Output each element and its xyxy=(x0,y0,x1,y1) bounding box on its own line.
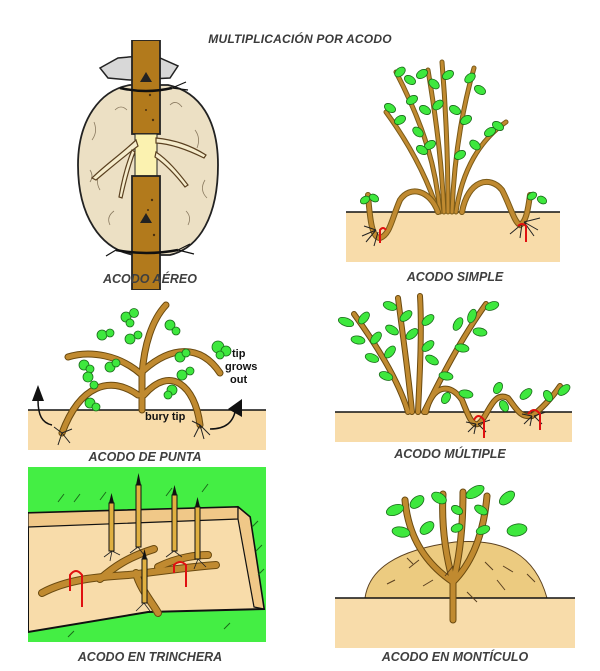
panel-acodo-aereo: ACODO AÉREO xyxy=(60,40,240,290)
label-grows: grows xyxy=(225,361,257,373)
air-layering-illustration xyxy=(77,40,219,290)
diagram-title: MULTIPLICACIÓN POR ACODO xyxy=(208,32,392,46)
label-out: out xyxy=(230,374,247,386)
panel-acodo-de-punta: tip grows out bury tip ACODO DE PUNTA xyxy=(20,295,300,470)
panel-acodo-en-trinchera: ACODO EN TRINCHERA xyxy=(28,467,266,671)
mound-layering-illustration xyxy=(335,484,575,648)
simple-layering-illustration xyxy=(346,59,560,262)
caption-acodo-simple: ACODO SIMPLE xyxy=(406,270,504,284)
caption-acodo-en-trinchera: ACODO EN TRINCHERA xyxy=(77,650,223,664)
panel-acodo-multiple: ACODO MÚLTIPLE xyxy=(320,290,590,470)
caption-acodo-aereo: ACODO AÉREO xyxy=(103,272,197,286)
panel-acodo-en-monticulo: ACODO EN MONTÍCULO xyxy=(335,470,595,670)
trench-layering-illustration xyxy=(28,467,266,642)
caption-acodo-multiple: ACODO MÚLTIPLE xyxy=(394,447,506,461)
panel-acodo-simple: ACODO SIMPLE xyxy=(330,50,580,290)
label-tip: tip xyxy=(232,348,246,360)
multiple-layering-illustration xyxy=(335,293,572,442)
label-bury-tip: bury tip xyxy=(145,411,186,423)
caption-acodo-de-punta: ACODO DE PUNTA xyxy=(88,450,202,464)
tip-layering-illustration: tip grows out bury tip xyxy=(28,301,266,450)
caption-acodo-en-monticulo: ACODO EN MONTÍCULO xyxy=(381,650,529,664)
